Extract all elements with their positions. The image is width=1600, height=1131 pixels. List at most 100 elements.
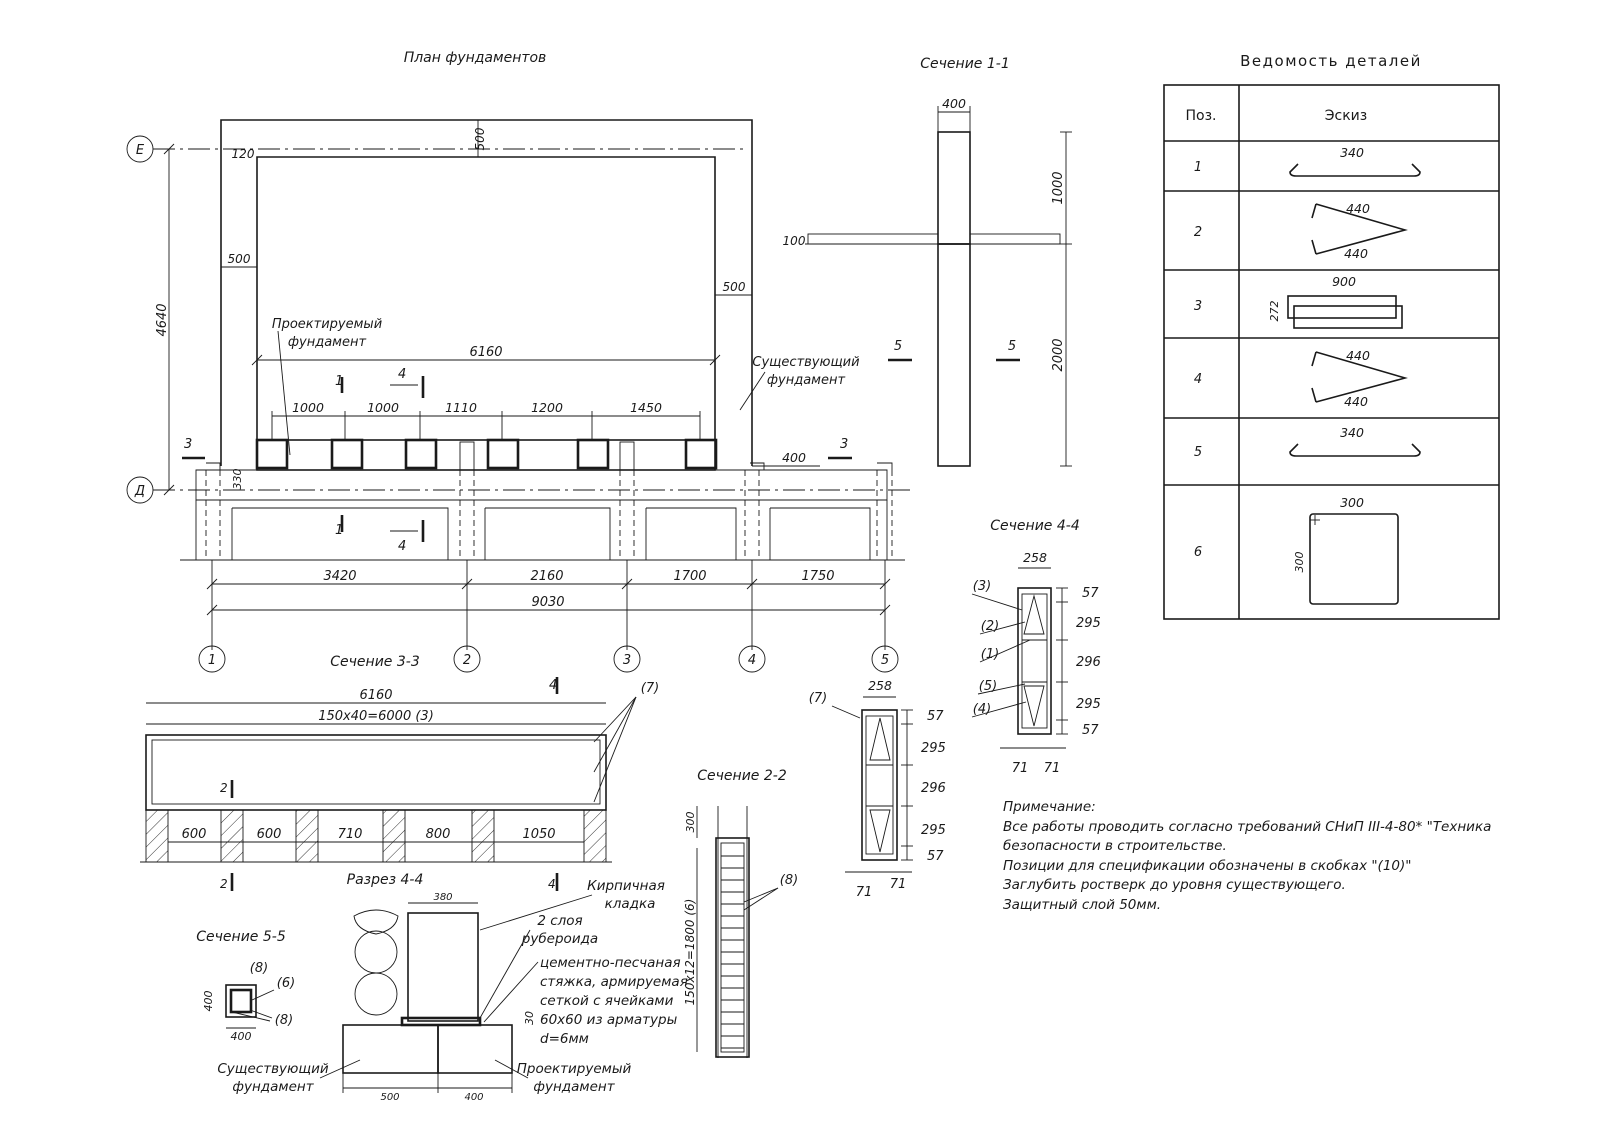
sec7-row-295b: 295 [921,823,946,838]
sec33-gap-3: 710 [338,827,363,842]
cut-3-left-label: 3 [184,437,192,452]
sec55-dim-400h: 400 [231,1030,252,1043]
sec44-callout-1: (1) [981,647,999,662]
axis-label-5: 5 [881,653,889,668]
razrez-ex-1: Существующий [217,1061,329,1077]
sec11-mark-5-left: 5 [894,339,902,354]
notes-title: Примечание: [1003,799,1096,815]
sec33-dim-6160: 6160 [359,688,392,703]
notes-block: Примечание: Все работы проводить согласн… [1003,798,1563,915]
span-2: 1000 [367,400,399,415]
sec33-gap-4: 800 [426,827,451,842]
dim-500-left: 500 [228,252,251,266]
sec33-gap-5: 1050 [522,827,555,842]
sec22-callout-8: (8) [780,873,798,888]
axis-label-3: 3 [623,653,631,668]
section-7-detail: (7) 258 57 295 296 295 57 71 71 [809,678,946,900]
sec44-callout-3: (3) [973,579,991,594]
sec44-title: Сечение 4-4 [990,518,1079,534]
detail-6-shape [1309,513,1399,605]
cut-1-top-label: 1 [335,374,343,389]
details-table: Ведомость деталей Поз. Эскиз 1 340 2 440… [1163,52,1500,620]
razrez-dim-380: 380 [433,892,452,903]
sec44-dim-71a: 71 [1012,761,1029,776]
sec22-dim-300: 300 [684,812,697,833]
razrez-pr-1: Проектируемый [517,1061,632,1077]
sec11-title: Сечение 1-1 [920,56,1009,72]
notes-line-1: Все работы проводить согласно требований… [1003,818,1492,855]
sec33-callout-7: (7) [641,681,659,696]
detail-1-shape [1289,163,1421,177]
sec7-dim-71a: 71 [856,885,873,900]
detail-5-shape [1289,443,1421,457]
sec11-dim-400: 400 [942,96,966,111]
razrez-ex-2: фундамент [232,1079,314,1095]
span-5: 1450 [630,400,662,415]
span-4: 1200 [531,400,563,415]
sec44-row-296: 296 [1076,655,1101,670]
sec33-mark-2-top: 2 [220,781,228,795]
razrez-pr-2: фундамент [533,1079,615,1095]
dim-bottom-3: 1700 [673,569,706,584]
label-designed-1: Проектируемый [272,317,382,332]
sec55-callout-6: (6) [277,976,295,991]
razrez-title: Разрез 4-4 [347,872,424,888]
axis-label-2: 2 [463,653,471,668]
dim-bottom-1: 3420 [323,569,356,584]
table-row6-dim-v: 300 [1293,552,1306,573]
sec55-callout-8b: (8) [275,1013,293,1028]
table-row4-dim-b: 440 [1344,394,1368,409]
cut-1-bottom-label: 1 [335,523,343,538]
sec44-dim-71b: 71 [1044,761,1061,776]
dim-bottom-4: 1750 [801,569,834,584]
sec11-dim-100: 100 [783,234,806,248]
razrez-brick-1: Кирпичная [587,878,665,894]
table-row3-dim-272: 272 [1268,301,1281,322]
axis-label-d: Д [134,484,145,499]
dim-6160-plan: 6160 [469,345,502,360]
detail-2-shape [1311,203,1408,255]
razrez-rub-1: 2 слоя [537,913,582,929]
sec7-row-57b: 57 [927,849,944,864]
table-row6-pos: 6 [1194,545,1202,560]
cut-4-top-label: 4 [398,367,406,382]
sec11-dim-2000: 2000 [1051,338,1066,371]
table-row1-dim: 340 [1340,145,1364,160]
detail-3-shape [1287,295,1397,319]
table-row4-pos: 4 [1194,372,1202,387]
sec22-ladder-label: 150x12=1800 (6) [683,899,697,1006]
razrez-4-4: Разрез 4-4 380 500 400 30 Кирпичная клад… [217,872,687,1103]
table-row5-pos: 5 [1194,445,1202,460]
dim-500-top: 500 [473,127,487,150]
axis-label-4: 4 [748,653,756,668]
razrez-dim-30: 30 [523,1011,536,1025]
table-row2-dim-a: 440 [1346,201,1370,216]
razrez-scr-1: цементно-песчаная [540,955,681,971]
label-existing-2: фундамент [767,373,846,388]
cut-3-right-label: 3 [840,437,848,452]
razrez-scr-2: стяжка, армируемая [540,974,688,990]
detail-4-shape [1311,351,1408,403]
label-existing-1: Существующий [752,355,859,370]
sec33-gap-2: 600 [257,827,282,842]
table-header-pos: Поз. [1186,108,1217,124]
plan-title: План фундаментов [404,50,547,66]
dim-400-plan: 400 [782,450,806,465]
section-3-3: Сечение 3-3 4 6160 150x40=6000 (3) (7) 2… [140,654,659,891]
axis-label-1: 1 [208,653,216,668]
section-4-4: Сечение 4-4 258 57 295 296 295 57 71 71 … [971,518,1101,776]
table-row3-pos: 3 [1194,299,1202,314]
sec55-title: Сечение 5-5 [196,929,286,945]
dim-330: 330 [231,469,244,490]
sec33-gap-1: 600 [182,827,207,842]
sec7-row-57a: 57 [927,709,944,724]
table-row5-dim: 340 [1340,425,1364,440]
sec44-callout-4: (4) [973,702,991,717]
razrez-rub-2: рубероида [521,931,598,947]
sec44-row-295a: 295 [1076,616,1101,631]
razrez-scr-4: 60х60 из арматуры [540,1012,678,1028]
sec55-callout-8a: (8) [250,961,268,976]
dim-500-right: 500 [723,280,746,294]
sec44-row-57b: 57 [1082,723,1099,738]
